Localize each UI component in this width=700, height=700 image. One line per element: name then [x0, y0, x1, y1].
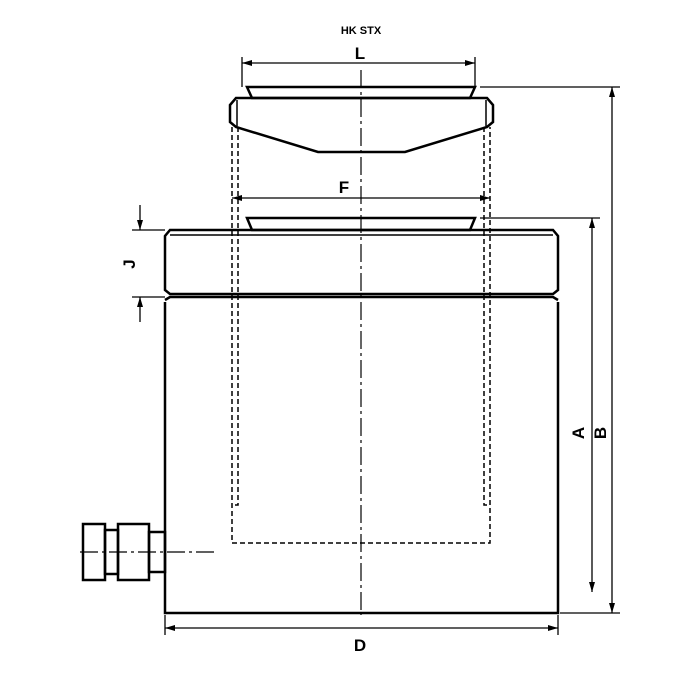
label-J: J: [120, 259, 139, 268]
drawing-title: HK STX: [341, 25, 382, 37]
center-lines: [80, 70, 362, 615]
label-L: L: [355, 44, 365, 63]
label-D: D: [354, 636, 366, 655]
label-A: A: [569, 427, 588, 439]
collar-ring: [163, 228, 560, 296]
cylinder-outline: [81, 85, 560, 615]
cylinder-body: [163, 302, 560, 615]
plunger-cap: [228, 96, 495, 154]
label-B: B: [591, 427, 610, 439]
label-F: F: [339, 178, 349, 197]
dimension-lines: [132, 57, 620, 635]
